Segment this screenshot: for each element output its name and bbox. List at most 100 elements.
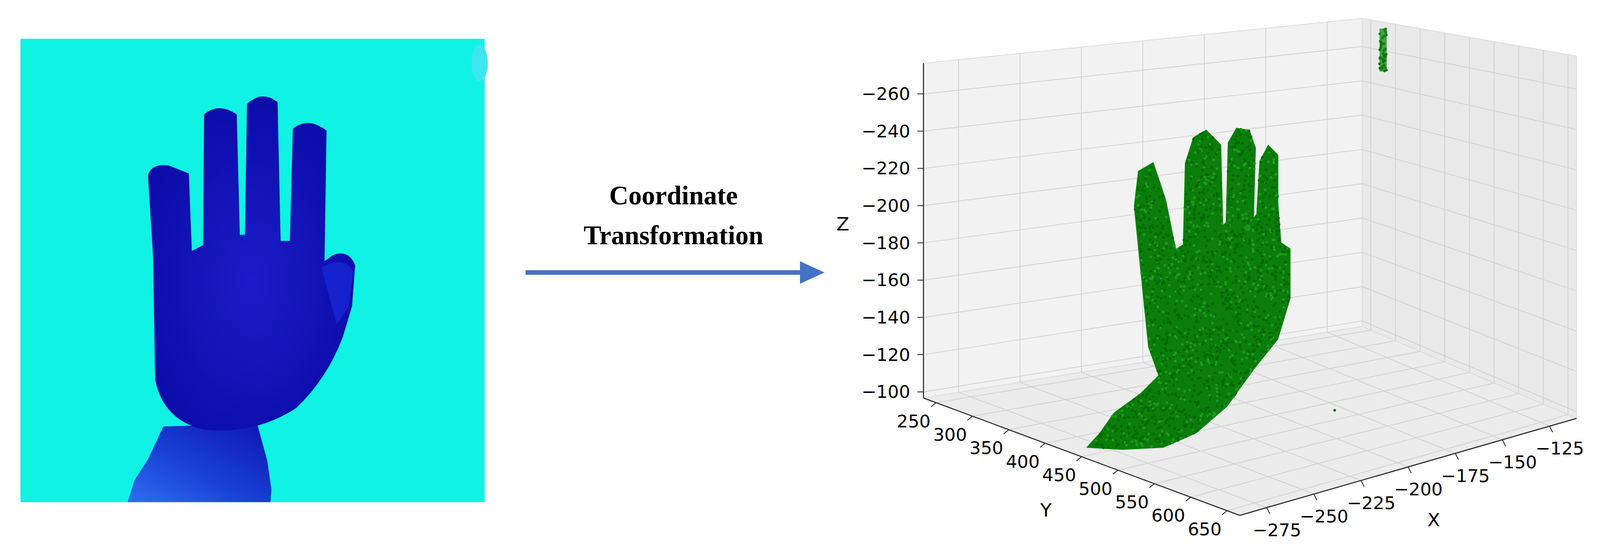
point — [1154, 216, 1157, 220]
point — [1142, 440, 1145, 444]
point — [1138, 425, 1142, 428]
point — [1191, 431, 1195, 435]
point — [1182, 288, 1185, 292]
point — [1153, 339, 1156, 343]
point — [1233, 358, 1237, 362]
point — [1249, 321, 1252, 325]
point — [1125, 443, 1128, 447]
point — [1257, 315, 1261, 319]
point — [1146, 435, 1149, 439]
point — [1169, 412, 1173, 415]
point — [1179, 287, 1182, 290]
point — [1182, 258, 1185, 262]
point — [1142, 223, 1145, 226]
point — [1202, 311, 1206, 315]
point — [1194, 230, 1198, 233]
point — [1268, 331, 1272, 335]
point — [1165, 242, 1168, 245]
point — [1140, 414, 1144, 417]
point — [1237, 212, 1240, 216]
point — [1188, 400, 1192, 403]
point — [1211, 212, 1214, 215]
point — [1199, 390, 1203, 394]
point — [1157, 376, 1160, 380]
point — [1146, 204, 1149, 208]
point — [1164, 349, 1168, 352]
point — [1206, 414, 1209, 417]
point — [1201, 216, 1205, 219]
point — [1193, 416, 1197, 419]
point — [1261, 260, 1264, 263]
point — [1157, 420, 1161, 423]
point — [1143, 184, 1146, 188]
point — [1277, 326, 1280, 329]
point — [1272, 192, 1276, 195]
point — [1242, 376, 1245, 380]
point — [1165, 364, 1168, 368]
point — [1212, 411, 1216, 414]
point — [1254, 325, 1258, 328]
point — [1189, 188, 1192, 191]
point — [1270, 210, 1273, 214]
point — [1278, 309, 1281, 313]
point — [1187, 362, 1190, 366]
point — [1218, 235, 1221, 238]
point — [1240, 235, 1244, 239]
point — [1210, 180, 1214, 184]
point — [1200, 297, 1203, 300]
point — [1177, 260, 1181, 263]
point — [1230, 358, 1234, 362]
point — [1183, 389, 1186, 393]
point — [1167, 424, 1171, 427]
point — [1176, 439, 1180, 442]
point — [1107, 422, 1111, 426]
point — [1174, 378, 1178, 381]
point — [1205, 208, 1208, 212]
point — [1152, 186, 1156, 189]
point — [1262, 330, 1266, 333]
y-tick-label: 300 — [932, 424, 967, 445]
point — [1150, 445, 1153, 448]
point — [1226, 236, 1230, 240]
point — [1164, 233, 1167, 236]
point — [1196, 180, 1200, 184]
point — [1094, 439, 1098, 443]
point — [1237, 208, 1241, 211]
point — [1177, 316, 1181, 320]
point — [1234, 311, 1238, 314]
point — [1191, 428, 1194, 431]
point — [1284, 281, 1288, 284]
point — [1228, 190, 1232, 193]
point — [1270, 229, 1274, 232]
point — [1234, 302, 1238, 306]
point — [1172, 384, 1175, 387]
point — [1208, 328, 1212, 332]
tick-mark — [917, 279, 924, 281]
point — [1197, 212, 1201, 215]
point — [1281, 276, 1284, 279]
point — [1233, 363, 1237, 366]
point — [1284, 290, 1287, 294]
point — [1238, 344, 1241, 347]
point — [1160, 289, 1164, 292]
point — [1187, 156, 1190, 159]
point — [1193, 400, 1197, 404]
point — [1235, 244, 1239, 248]
point — [1280, 283, 1283, 286]
tick-mark — [1040, 443, 1046, 448]
z-tick-label: −220 — [861, 158, 911, 179]
point — [1213, 172, 1216, 175]
point — [1168, 406, 1172, 410]
point — [1138, 437, 1142, 440]
point — [1109, 436, 1112, 440]
point — [1137, 395, 1140, 399]
point — [1142, 263, 1145, 266]
point — [1202, 188, 1206, 192]
point — [1166, 331, 1169, 334]
point — [1150, 293, 1153, 296]
point — [1206, 189, 1210, 192]
point — [1179, 246, 1182, 249]
point — [1148, 218, 1151, 221]
point — [1164, 311, 1168, 315]
point — [1156, 295, 1159, 298]
